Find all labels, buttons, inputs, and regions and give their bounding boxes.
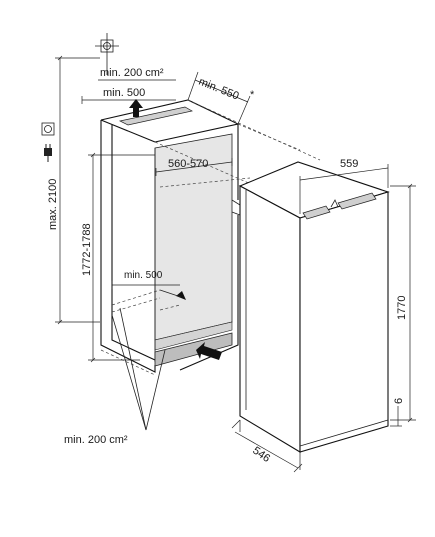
socket-symbol-icon [41, 122, 55, 136]
airflow-arrow-icon [196, 342, 222, 360]
plug-symbol-icon [44, 144, 52, 162]
label-min-500-top: min. 500 [103, 87, 145, 99]
appliance-door [299, 191, 389, 453]
appliance [238, 161, 390, 453]
label-appliance-width: 559 [340, 158, 358, 170]
label-min-500-bottom: min. 500 [124, 270, 163, 281]
label-base-offset: 6 [393, 398, 405, 404]
appliance-dimensions: 559 1770 6 546 [231, 158, 416, 473]
bottom-vent-slot [154, 332, 233, 367]
label-min-550: min. 550 [197, 76, 241, 103]
label-niche-width: 560-570 [168, 158, 208, 170]
label-min-vent-top: min. 200 cm² [100, 67, 164, 79]
fixing-point-icon [95, 33, 119, 60]
inner-dimensions: 560-570 min. 500 min. 200 cm² [64, 158, 233, 446]
top-vent-slot [118, 106, 193, 126]
top-annotations: min. 200 cm² min. 500 min. 550 * [81, 33, 255, 125]
airflow-arrow-icon [129, 99, 143, 117]
label-max-2100: max. 2100 [47, 179, 59, 230]
cabinet-niche [100, 99, 241, 373]
label-appliance-depth: 546 [250, 445, 272, 465]
label-min-vent-bottom: min. 200 cm² [64, 434, 128, 446]
label-asterisk: * [250, 89, 255, 101]
label-appliance-height: 1770 [396, 296, 408, 320]
label-niche-height: 1772-1788 [81, 223, 93, 276]
left-dimensions: max. 2100 1772-1788 [41, 55, 155, 363]
